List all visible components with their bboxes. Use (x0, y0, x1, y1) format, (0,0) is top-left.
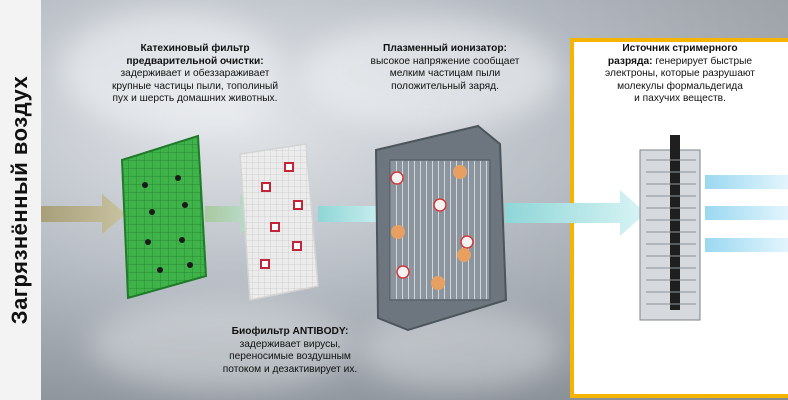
antibody-text: Биофильтр ANTIBODY: задерживает вирусы, … (200, 326, 380, 376)
streamer-fins (646, 159, 696, 305)
catechin-title-2: предварительной очистки: (126, 55, 264, 67)
plasma-desc-1: высокое напряжение сообщает (370, 55, 520, 67)
catechin-desc-3: пух и шерсть домашних животных. (112, 93, 278, 104)
cloud-shape (60, 10, 280, 130)
catechin-desc-2: крупные частицы пыли, тополиный (111, 80, 279, 92)
plasma-desc-3: положительный заряд. (391, 80, 499, 92)
streamer-text: Источник стримерного разряда: генерирует… (580, 43, 780, 106)
catechin-desc-1: задерживает и обеззараживает (120, 68, 270, 79)
catechin-filter (120, 134, 208, 300)
arrow-dirty-air (41, 194, 126, 234)
charged-particles (390, 165, 474, 290)
clean-air-stream (705, 206, 788, 220)
plasma-ionizer (374, 124, 508, 332)
streamer-desc-4: и пахучих веществ. (634, 93, 726, 104)
streamer-title-1: Источник стримерного (622, 43, 738, 54)
streamer-title-2: разряда: (607, 55, 653, 67)
virus-markers (260, 162, 303, 269)
clean-air-stream (705, 175, 788, 189)
catechin-text: Катехиновый фильтр предварительной очист… (100, 43, 290, 106)
streamer-desc-1: генерирует быстрые (652, 55, 753, 67)
antibody-desc-3: потоком и дезактивирует их. (222, 363, 358, 375)
streamer-desc-2: электроны, которые разрушают (605, 68, 755, 79)
streamer-source (639, 135, 701, 321)
antibody-desc-2: переносимые воздушным (229, 351, 351, 362)
catechin-filter-panel (120, 134, 208, 300)
plasma-desc-2: мелким частицам пыли (389, 68, 501, 79)
clean-air-stream (705, 238, 788, 252)
antibody-biofilter (239, 143, 319, 301)
plasma-title: Плазменный ионизатор: (383, 43, 507, 54)
dust-particles (142, 175, 193, 273)
cloud-shape (300, 20, 560, 130)
plasma-text: Плазменный ионизатор: высокое напряжение… (340, 43, 550, 93)
catechin-title-1: Катехиновый фильтр (140, 43, 250, 54)
antibody-desc-1: задерживает вирусы, (239, 338, 341, 350)
left-label-bar (0, 0, 41, 400)
antibody-title: Биофильтр ANTIBODY: (231, 326, 349, 337)
arrow-after-ionizer (505, 190, 646, 236)
streamer-desc-3: молекулы формальдегида (617, 80, 743, 92)
cloud-shape (90, 300, 350, 390)
streamer-electrode (670, 135, 680, 310)
